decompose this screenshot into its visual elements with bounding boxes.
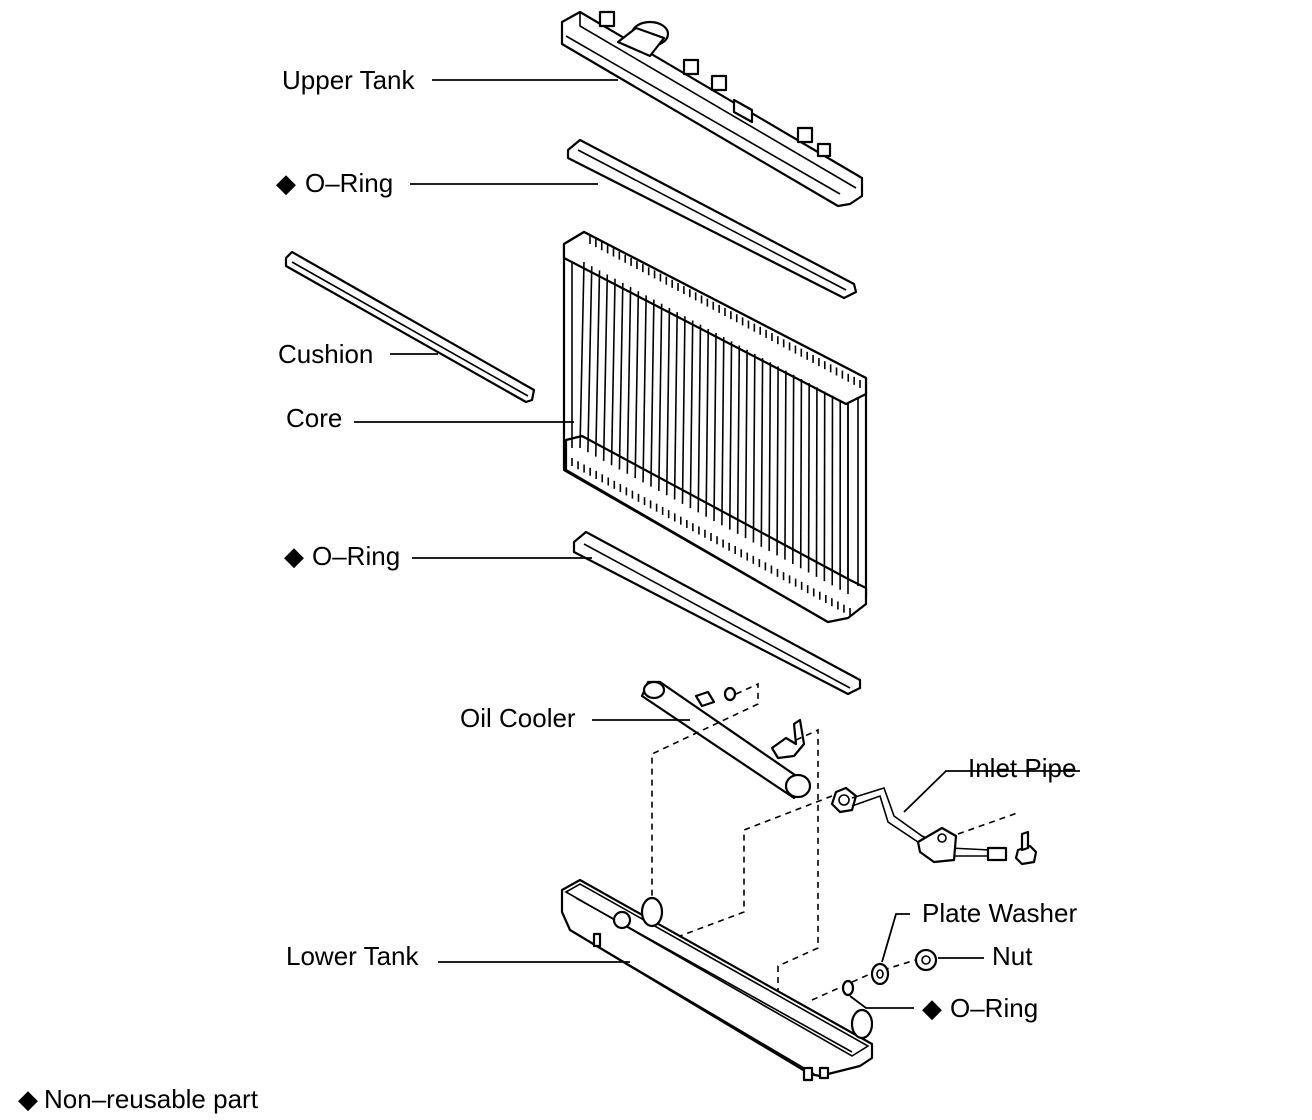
label-o-ring-upper: ◆ [276, 168, 296, 198]
radiator-fin [760, 358, 764, 547]
assembly-line-oil-cooler-left [651, 682, 759, 940]
label-upper-tank: Upper Tank [282, 65, 415, 95]
radiator-fin [752, 353, 756, 543]
radiator-fin [650, 299, 655, 487]
label-o-ring-lower: O–Ring [312, 541, 400, 571]
label-o-ring-upper: O–Ring [305, 168, 393, 198]
upper-tank-part [560, 10, 864, 208]
radiator-fin [744, 349, 748, 539]
radiator-fin [784, 370, 787, 560]
radiator-fin [792, 374, 795, 564]
radiator-fin [618, 282, 624, 470]
radiator-fin [721, 337, 725, 526]
assembly-line-oil-cooler-right [777, 728, 819, 1010]
oil-cooler-part [640, 680, 812, 800]
radiator-fin [705, 328, 710, 517]
radiator-fins [579, 261, 849, 594]
radiator-fin [673, 312, 678, 500]
radiator-fin [728, 341, 733, 530]
radiator-fin [713, 332, 717, 522]
assembly-line-nut [811, 957, 923, 1001]
cushion-part [284, 250, 536, 404]
label-inlet-pipe: Inlet Pipe [968, 753, 1076, 783]
plate-washer-part [870, 962, 890, 986]
radiator-fin [642, 295, 647, 483]
inlet-pipe-part [830, 786, 1038, 866]
label-o-ring-small: O–Ring [950, 993, 1038, 1023]
legend-symbol: ◆ [18, 1084, 38, 1114]
radiator-fin [768, 362, 772, 552]
radiator-fin [610, 278, 616, 466]
small-o-ring-part [841, 979, 855, 997]
radiator-fin [807, 383, 810, 573]
label-o-ring-small: ◆ [922, 993, 942, 1023]
radiator-fin [602, 274, 609, 461]
radiator-core-part [562, 230, 868, 624]
radiator-fin [665, 307, 671, 496]
label-plate-washer: Plate Washer [922, 898, 1077, 928]
leader-o-ring-small [849, 995, 914, 1009]
radiator-fin [626, 287, 632, 474]
radiator-fin [594, 270, 601, 457]
radiator-fin [658, 303, 663, 491]
label-core: Core [286, 403, 342, 433]
radiator-fin [579, 261, 585, 449]
assembly-line-bolt [957, 811, 1021, 835]
leader-inlet-pipe [903, 770, 1080, 813]
radiator-fin [799, 378, 803, 569]
radiator-comb-edge [571, 236, 861, 616]
radiator-fin [587, 266, 593, 453]
radiator-fin [689, 320, 694, 509]
radiator-fin [681, 316, 686, 504]
lower-o-ring-part [572, 530, 862, 696]
lower-tank-part [560, 878, 874, 1082]
radiator-fin [697, 324, 702, 513]
radiator-fin [634, 291, 640, 479]
label-nut: Nut [992, 941, 1033, 971]
upper-o-ring-part [566, 138, 858, 300]
assembly-line-inlet-pipe [679, 795, 833, 937]
nut-part [914, 948, 938, 972]
leader-plate-washer [881, 913, 910, 963]
radiator-fin [736, 345, 741, 534]
label-cushion: Cushion [278, 339, 373, 369]
legend-text: Non–reusable part [44, 1084, 259, 1114]
label-oil-cooler: Oil Cooler [460, 703, 576, 733]
label-lower-tank: Lower Tank [286, 941, 419, 971]
radiator-fin [776, 366, 779, 556]
label-o-ring-lower: ◆ [284, 541, 304, 571]
